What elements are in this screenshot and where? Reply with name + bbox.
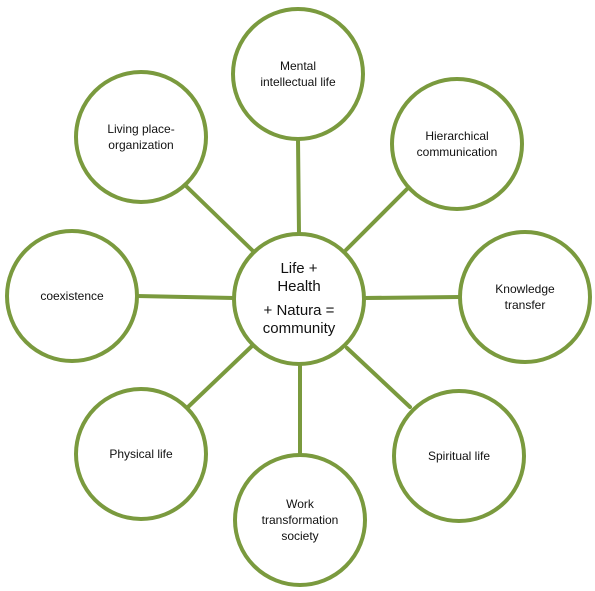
- node-label-line: transfer: [504, 298, 546, 312]
- center-line-4: community: [262, 320, 336, 337]
- node-label-line: Hierarchical: [425, 129, 489, 143]
- node-coexistence: coexistence: [5, 229, 139, 363]
- node-label-line: Physical life: [109, 447, 173, 461]
- connector-left: [135, 294, 236, 300]
- node-mental-intellectual-life: Mental intellectual life: [231, 7, 365, 141]
- node-label-line: Mental: [279, 59, 317, 73]
- center-node: Life + Health + Natura = community: [232, 232, 366, 366]
- center-line-1: Life +: [280, 260, 318, 277]
- node-work-transformation-society: Work transformation society: [233, 453, 367, 587]
- center-line-2: Health: [277, 278, 321, 295]
- node-label-line: coexistence: [40, 289, 104, 303]
- node-hierarchical-communication: Hierarchical communication: [390, 77, 524, 211]
- node-label-line: communication: [416, 145, 498, 159]
- node-label-line: Work: [286, 497, 314, 511]
- node-spiritual-life: Spiritual life: [392, 389, 526, 523]
- connector-bottom-left: [186, 344, 254, 409]
- node-label-line: society: [281, 529, 319, 543]
- node-label-line: Living place-: [107, 122, 175, 136]
- node-knowledge-transfer: Knowledge transfer: [458, 230, 592, 364]
- connector-right: [362, 295, 462, 300]
- center-line-3: + Natura =: [263, 302, 335, 319]
- node-physical-life: Physical life: [74, 387, 208, 521]
- node-label-line: intellectual life: [260, 75, 336, 89]
- node-living-place-organization: Living place- organization: [74, 70, 208, 204]
- connector-top-right: [344, 184, 412, 252]
- node-label-line: organization: [108, 138, 174, 152]
- node-label-line: Spiritual life: [427, 449, 491, 463]
- connector-top: [296, 137, 301, 236]
- connector-top-left: [184, 184, 255, 253]
- node-label-line: Knowledge: [495, 282, 555, 296]
- node-label-line: transformation: [261, 513, 339, 527]
- connector-bottom-right: [345, 346, 412, 409]
